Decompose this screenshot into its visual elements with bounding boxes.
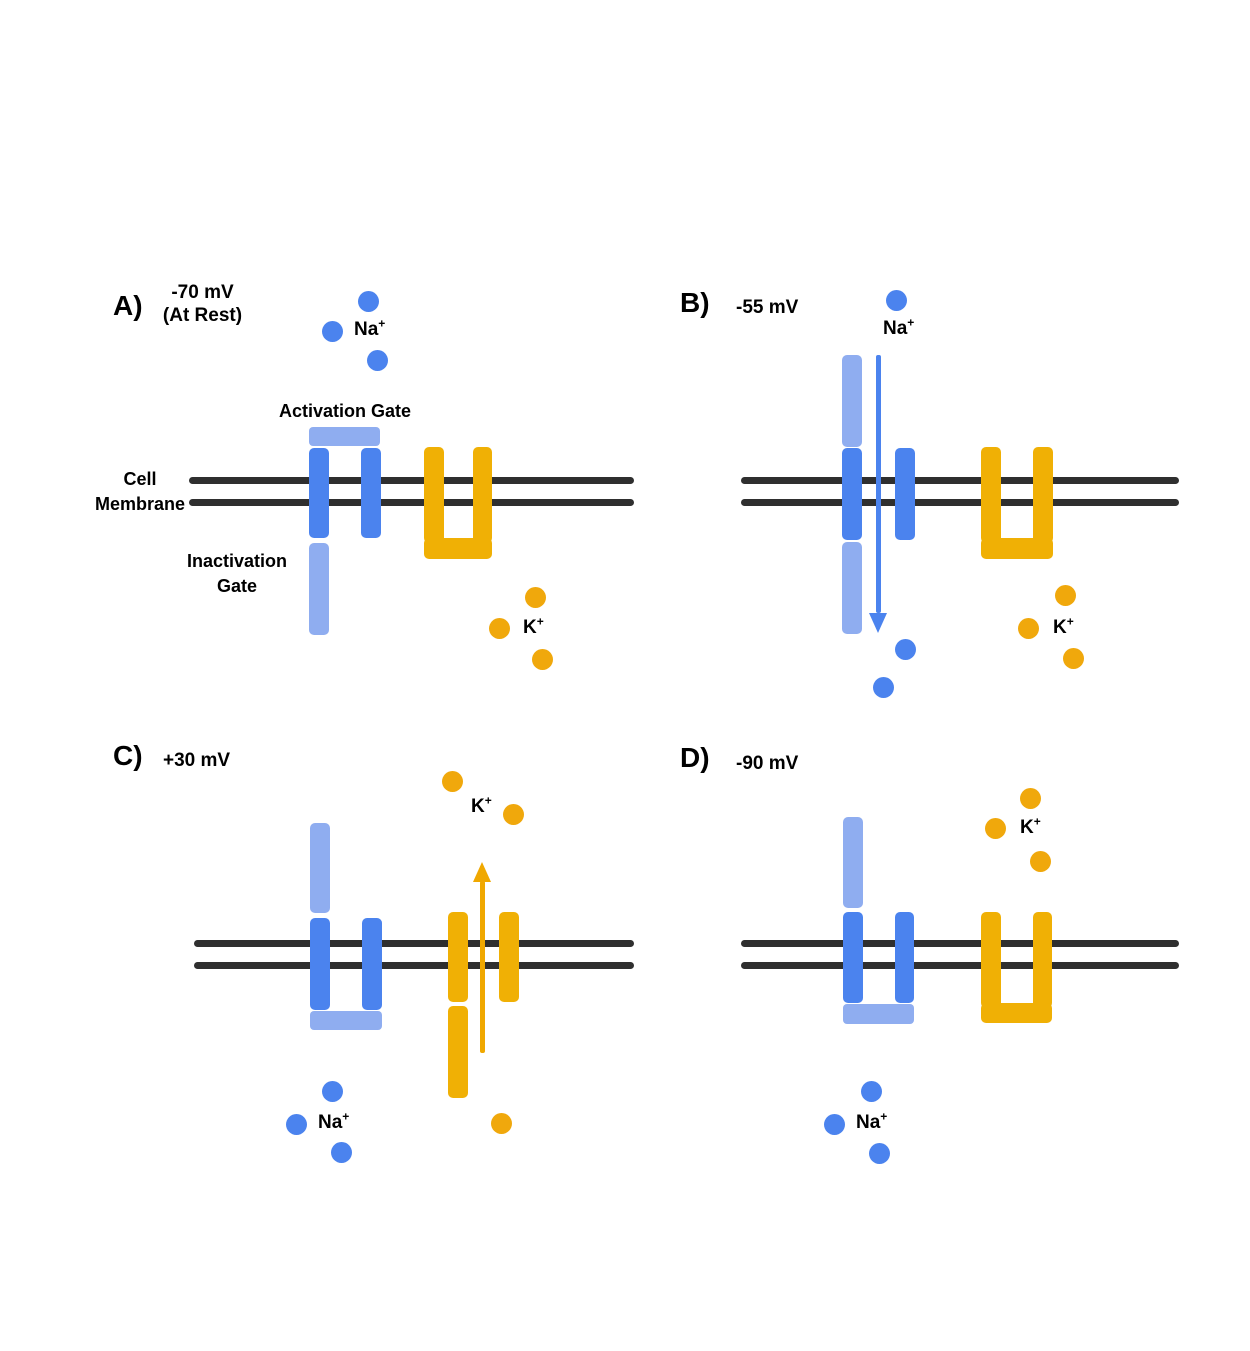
na-ion [886, 290, 907, 311]
na-ion [861, 1081, 882, 1102]
panel-d-letter: D) [680, 742, 710, 773]
panel-d-voltage: -90 mV [736, 753, 799, 774]
k-ion [442, 771, 463, 792]
k-ion [532, 649, 553, 670]
panel-b-voltage: -55 mV [736, 297, 799, 318]
k-ion [489, 618, 510, 639]
k-channel-right-subunit [1033, 912, 1052, 1008]
membrane-outer-leaflet [194, 940, 634, 947]
k-channel-right-subunit [1033, 447, 1053, 543]
k-channel-gate-closed [981, 1003, 1052, 1023]
k-channel-left-subunit [981, 447, 1001, 543]
na-channel-right-subunit [361, 448, 381, 538]
activation-gate-label: Activation Gate [278, 401, 412, 421]
na-inactivation-gate-open [309, 543, 329, 635]
na-ion [873, 677, 894, 698]
k-ion-label: K+ [1020, 814, 1041, 838]
na-activation-gate-open [843, 817, 863, 908]
na-ion-label: Na+ [318, 1109, 350, 1133]
panel-b-letter: B) [680, 287, 710, 318]
k-ion-label: K+ [471, 793, 492, 817]
na-ion-label: Na+ [354, 316, 386, 340]
na-channel-right-subunit [895, 448, 915, 540]
panel-c-letter: C) [113, 740, 143, 771]
k-efflux-arrow-shaft [480, 881, 485, 1053]
k-channel-gate-closed [424, 538, 492, 559]
panel-a-letter: A) [113, 290, 143, 321]
k-channel-gate-closed [981, 538, 1053, 559]
k-ion [1020, 788, 1041, 809]
na-channel-right-subunit [895, 912, 914, 1003]
na-ion-label: Na+ [856, 1109, 888, 1133]
k-ion [491, 1113, 512, 1134]
na-ion [286, 1114, 307, 1135]
na-influx-arrow-shaft [876, 355, 881, 613]
panel-a-voltage-value: -70 mV [171, 282, 234, 303]
na-channel-left-subunit [842, 448, 862, 540]
k-ion-label: K+ [523, 614, 544, 638]
membrane-outer-leaflet [189, 477, 634, 484]
na-ion [331, 1142, 352, 1163]
k-channel-left-subunit [424, 447, 444, 543]
na-activation-gate-open [842, 355, 862, 447]
k-ion [1018, 618, 1039, 639]
membrane-inner-leaflet [189, 499, 634, 506]
na-ion-label: Na+ [883, 315, 915, 339]
k-channel-gate-open [448, 1006, 468, 1098]
membrane-inner-leaflet [194, 962, 634, 969]
membrane-inner-leaflet [741, 499, 1179, 506]
na-inactivation-gate-open [842, 542, 862, 634]
k-ion [525, 587, 546, 608]
na-activation-gate-closed [309, 427, 380, 446]
na-ion [367, 350, 388, 371]
k-ion [1030, 851, 1051, 872]
na-inactivation-gate-closed [310, 1011, 382, 1030]
na-influx-arrow-head [869, 613, 887, 633]
na-inactivation-gate-closed [843, 1004, 914, 1024]
na-ion [869, 1143, 890, 1164]
inactivation-gate-label: Inactivation Gate [186, 551, 288, 596]
panel-a-voltage-note: (At Rest) [162, 305, 243, 326]
panel-c-voltage: +30 mV [163, 750, 231, 771]
k-ion [1063, 648, 1084, 669]
cell-membrane-label: Cell Membrane [94, 469, 186, 514]
membrane-inner-leaflet [741, 962, 1179, 969]
k-ion [503, 804, 524, 825]
k-efflux-arrow-head [473, 862, 491, 882]
na-ion [358, 291, 379, 312]
na-channel-left-subunit [843, 912, 863, 1003]
na-ion [322, 1081, 343, 1102]
na-channel-left-subunit [310, 918, 330, 1010]
membrane-outer-leaflet [741, 477, 1179, 484]
k-ion [985, 818, 1006, 839]
k-ion [1055, 585, 1076, 606]
k-channel-left-subunit [981, 912, 1001, 1008]
na-ion [824, 1114, 845, 1135]
na-ion [322, 321, 343, 342]
k-ion-label: K+ [1053, 614, 1074, 638]
panel-a-voltage: -70 mV (At Rest) [150, 281, 255, 327]
k-channel-left-subunit [448, 912, 468, 1002]
na-activation-gate-open [310, 823, 330, 913]
na-ion [895, 639, 916, 660]
na-channel-right-subunit [362, 918, 382, 1010]
k-channel-right-subunit [473, 447, 492, 543]
k-channel-right-subunit [499, 912, 519, 1002]
membrane-outer-leaflet [741, 940, 1179, 947]
na-channel-left-subunit [309, 448, 329, 538]
